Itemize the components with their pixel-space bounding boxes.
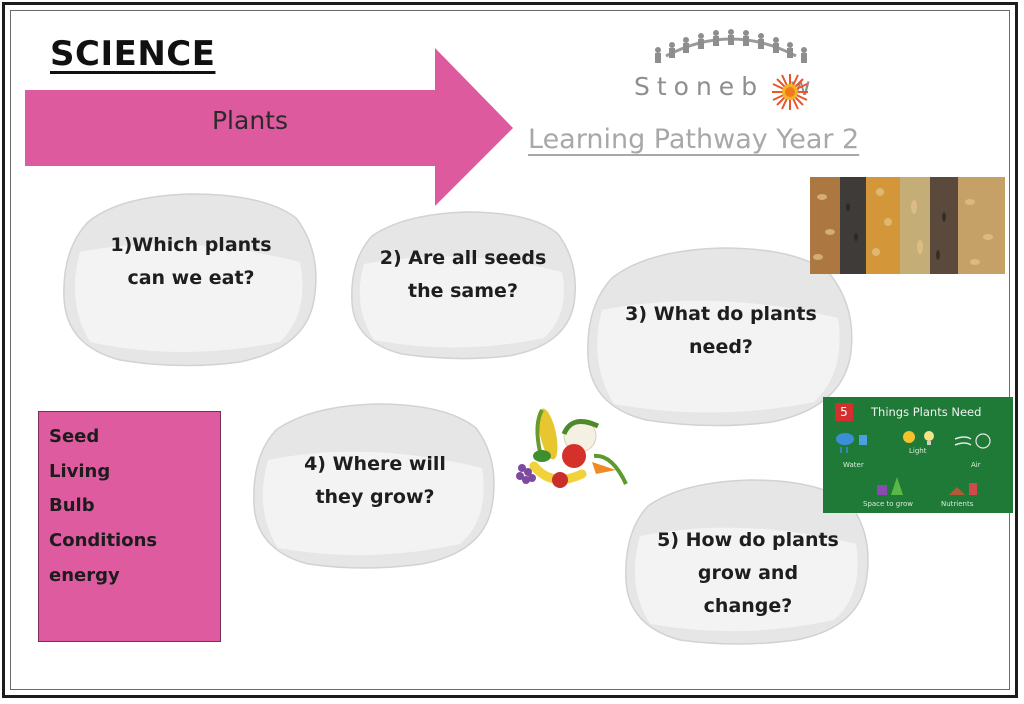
poster-icons <box>836 431 991 495</box>
people-icon <box>655 29 807 63</box>
question-5-line-3: change? <box>703 595 793 617</box>
vegetables-image <box>516 408 628 488</box>
page-inner-border <box>10 10 1010 690</box>
vocab-word: Living <box>49 460 111 482</box>
nutrients-icon <box>949 483 977 495</box>
question-5-line-1: 5) How do plants <box>657 529 839 551</box>
poster-title: Things Plants Need <box>871 405 982 419</box>
air-icon <box>954 433 991 449</box>
question-3-line-1: 3) What do plants <box>625 303 817 325</box>
question-3-line-2: need? <box>689 336 753 358</box>
topic-label: Plants <box>211 106 288 135</box>
question-stone-5: 5) How do plants grow and change? <box>622 478 874 646</box>
question-1-line-1: 1)Which plants <box>110 234 272 256</box>
school-logo <box>640 28 840 108</box>
plants-needs-poster: 5 Things Plants Need Water Light Air <box>823 397 1013 513</box>
vocabulary-box: Seed Living Bulb Conditions energy <box>38 411 221 642</box>
question-4-line-2: they grow? <box>315 486 435 508</box>
question-stone-4: 4) Where will they grow? <box>250 402 500 570</box>
poster-label-light: Light <box>909 447 927 455</box>
question-stone-3: 3) What do plants need? <box>584 246 858 428</box>
light-icon <box>903 431 934 445</box>
seeds-photo <box>810 177 1005 274</box>
vocab-word: Conditions <box>49 530 158 552</box>
question-stone-2: 2) Are all seeds the same? <box>348 210 578 360</box>
question-2-line-1: 2) Are all seeds <box>379 247 547 269</box>
pathway-title: Learning Pathway Year 2 <box>528 124 860 155</box>
subject-title: SCIENCE <box>50 34 216 74</box>
water-icon <box>836 433 867 453</box>
question-2-line-2: the same? <box>408 280 518 302</box>
vocabulary-list: Seed Living Bulb Conditions energy <box>39 412 220 594</box>
question-5-line-2: grow and <box>697 562 799 584</box>
question-4-line-1: 4) Where will <box>304 453 446 475</box>
vocab-word: Bulb <box>49 495 95 517</box>
topic-arrow <box>25 48 513 206</box>
poster-number: 5 <box>835 403 853 421</box>
vocab-word: energy <box>49 564 120 586</box>
poster-label-nutrients: Nutrients <box>941 500 974 508</box>
poster-label-air: Air <box>971 461 981 469</box>
space-icon <box>877 477 903 495</box>
vocab-word: Seed <box>49 426 100 447</box>
sun-icon <box>772 74 808 110</box>
poster-label-water: Water <box>843 461 864 469</box>
poster-label-space: Space to grow <box>863 500 913 508</box>
question-1-line-2: can we eat? <box>127 267 255 289</box>
school-name-start: Stoneb <box>634 72 765 101</box>
question-stone-1: 1)Which plants can we eat? <box>60 192 322 368</box>
